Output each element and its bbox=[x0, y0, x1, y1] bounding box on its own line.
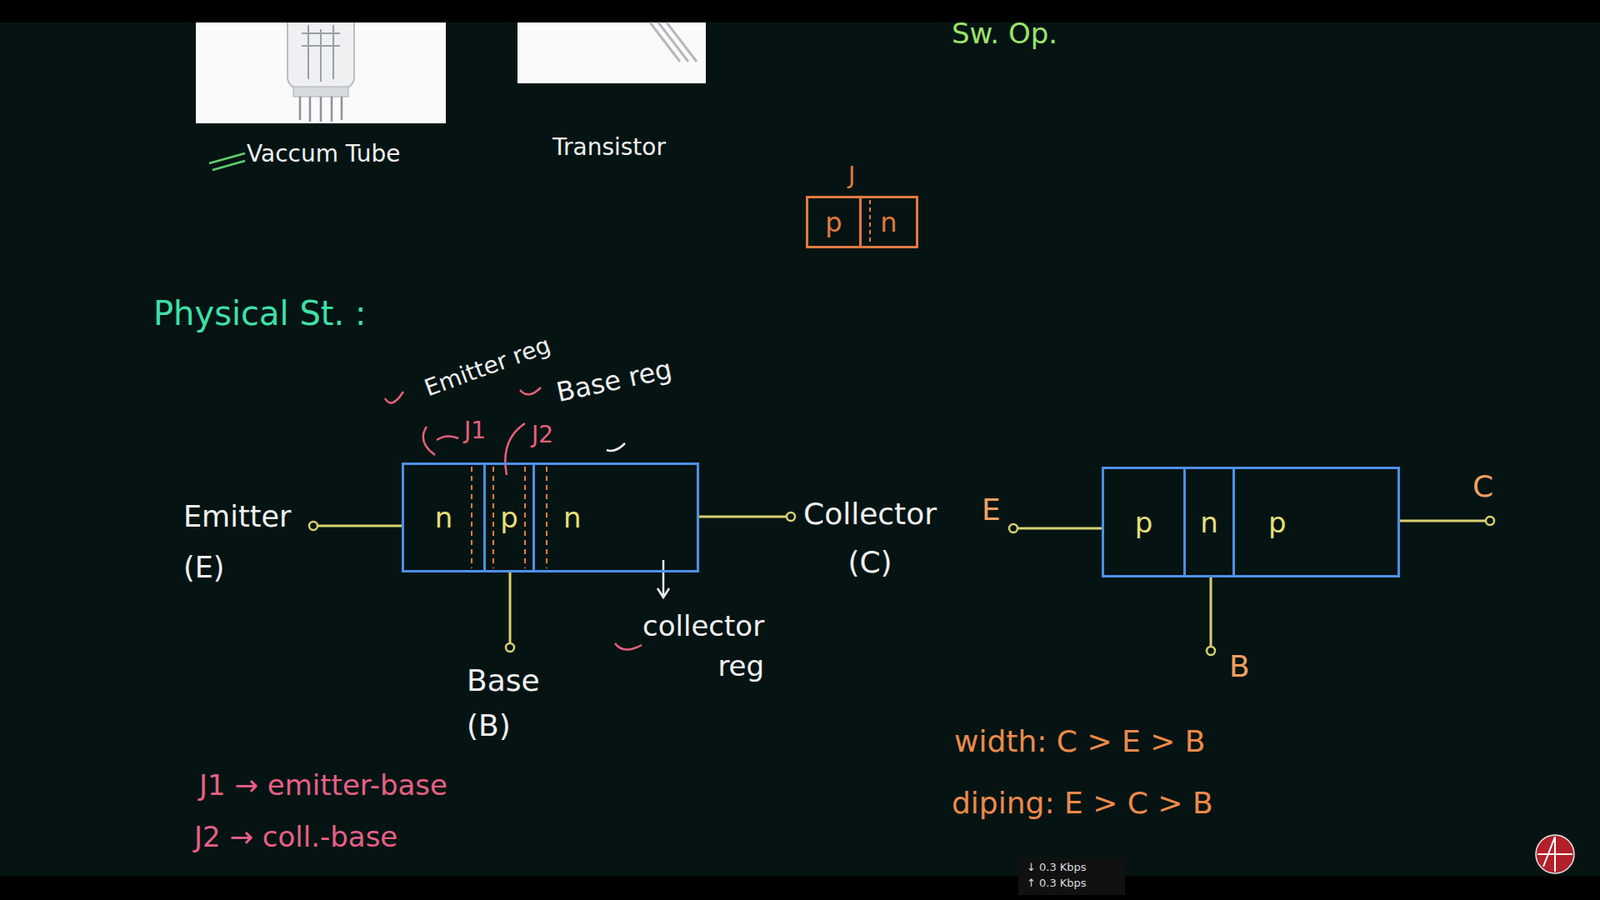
status-text: ↓ 0.3 Kbps bbox=[1026, 860, 1087, 875]
tube-glass bbox=[287, 22, 355, 89]
region-name: collector reg bbox=[642, 609, 765, 683]
semiconductor-region: p bbox=[1235, 466, 1400, 578]
terminal bbox=[309, 521, 318, 530]
depletion-edge bbox=[471, 466, 547, 569]
note: Sw. Op. bbox=[951, 16, 1058, 51]
terminal bbox=[1485, 516, 1495, 525]
terminal-name: E bbox=[981, 492, 1001, 527]
region-letter: n bbox=[1200, 505, 1219, 540]
speed-box bbox=[1018, 858, 1125, 895]
image-caption: Vaccum Tube bbox=[246, 140, 400, 169]
tube-pins bbox=[300, 96, 342, 122]
pointer-curve bbox=[423, 426, 435, 455]
underline-mark bbox=[209, 153, 245, 170]
region-letter: n bbox=[563, 500, 582, 535]
semiconductor-region: n bbox=[401, 462, 486, 573]
depletion-edge bbox=[869, 200, 871, 245]
transistor-leads bbox=[650, 22, 697, 62]
terminal bbox=[786, 512, 795, 521]
terminal bbox=[1009, 524, 1018, 533]
note: diping: E > C > B bbox=[951, 785, 1214, 820]
note: J1 → emitter-base bbox=[199, 768, 448, 803]
semiconductor-region: p bbox=[485, 462, 535, 573]
base-lead bbox=[509, 572, 512, 644]
photo-frame bbox=[195, 22, 446, 124]
region-letter: n bbox=[435, 500, 454, 535]
pointer-curve bbox=[505, 423, 525, 475]
leader-arrow bbox=[657, 560, 670, 598]
bottom-bar bbox=[0, 875, 1600, 900]
pointer-curve bbox=[436, 435, 459, 440]
terminal-name: Emitter (E) bbox=[183, 491, 291, 595]
top-bar bbox=[0, 0, 1600, 23]
status-text: ↑ 0.3 Kbps bbox=[1026, 876, 1087, 890]
logo bbox=[1535, 835, 1575, 874]
tick-mark bbox=[385, 391, 404, 403]
logo-mark bbox=[1537, 836, 1573, 872]
terminal-name: C bbox=[1472, 469, 1494, 504]
emitter-lead bbox=[1017, 527, 1102, 530]
junction-name: J2 bbox=[531, 420, 554, 450]
terminal bbox=[505, 643, 515, 652]
semiconductor-region: n bbox=[1185, 466, 1235, 578]
image-caption: Vaccum Tube bbox=[246, 140, 400, 168]
note: J1 → emitter-base bbox=[199, 768, 448, 802]
tube-electrodes bbox=[301, 25, 340, 82]
status-text: ↑ 0.3 Kbps bbox=[1026, 876, 1087, 890]
section-heading: Physical St. : bbox=[153, 293, 366, 334]
note: Sw. Op. bbox=[951, 16, 1058, 50]
terminal-name: E bbox=[981, 491, 1001, 528]
region-letter: p bbox=[1268, 505, 1287, 540]
photo-frame bbox=[517, 22, 706, 84]
image-caption: Transistor bbox=[552, 133, 666, 161]
region-name: Base reg bbox=[553, 353, 675, 409]
junction-name: J bbox=[848, 161, 855, 190]
region-letter: n bbox=[880, 206, 897, 239]
section-heading: Physical St. : bbox=[153, 294, 366, 333]
terminal-name: Collector (C) bbox=[803, 496, 937, 580]
semiconductor-region: n bbox=[535, 462, 700, 573]
note: diping: E > C > B bbox=[951, 785, 1214, 821]
emitter-lead bbox=[317, 525, 402, 528]
tick-mark bbox=[615, 643, 642, 650]
region-letter: p bbox=[825, 206, 842, 239]
region-name: Emitter reg bbox=[420, 330, 555, 402]
terminal-name: C bbox=[1472, 468, 1494, 505]
terminal-name: B bbox=[1229, 649, 1250, 684]
collector-lead bbox=[1400, 520, 1486, 523]
note: width: C > E > B bbox=[954, 723, 1205, 760]
region-name: collector reg bbox=[642, 606, 765, 686]
note: width: C > E > B bbox=[954, 724, 1205, 759]
collector-lead bbox=[699, 515, 787, 519]
base-lead bbox=[1210, 577, 1213, 647]
terminal-name: Base (B) bbox=[466, 663, 540, 743]
region-letter: p bbox=[500, 500, 519, 535]
junction-name: J2 bbox=[531, 420, 554, 449]
tube-base bbox=[293, 86, 349, 97]
terminal-name: Emitter (E) bbox=[183, 500, 291, 585]
terminal-name: Base (B) bbox=[466, 658, 540, 749]
semiconductor-region: p bbox=[1101, 466, 1186, 578]
region-letter: p bbox=[1135, 505, 1154, 540]
terminal bbox=[1206, 646, 1215, 655]
junction-name: J1 bbox=[464, 416, 486, 445]
terminal-name: Collector (C) bbox=[803, 490, 937, 586]
note: J2 → coll.-base bbox=[194, 820, 398, 855]
terminal-name: B bbox=[1229, 648, 1250, 685]
image-caption: Transistor bbox=[552, 133, 666, 162]
region-name: Base reg bbox=[553, 353, 675, 410]
semiconductor-region: p bbox=[805, 195, 862, 249]
status-text: ↓ 0.3 Kbps bbox=[1026, 860, 1087, 874]
junction-name: J1 bbox=[464, 416, 486, 445]
semiconductor-region: n bbox=[861, 195, 919, 249]
tick-mark bbox=[520, 387, 541, 395]
note: J2 → coll.-base bbox=[194, 820, 398, 854]
junction-name: J bbox=[848, 161, 855, 190]
tick-mark bbox=[606, 443, 625, 451]
